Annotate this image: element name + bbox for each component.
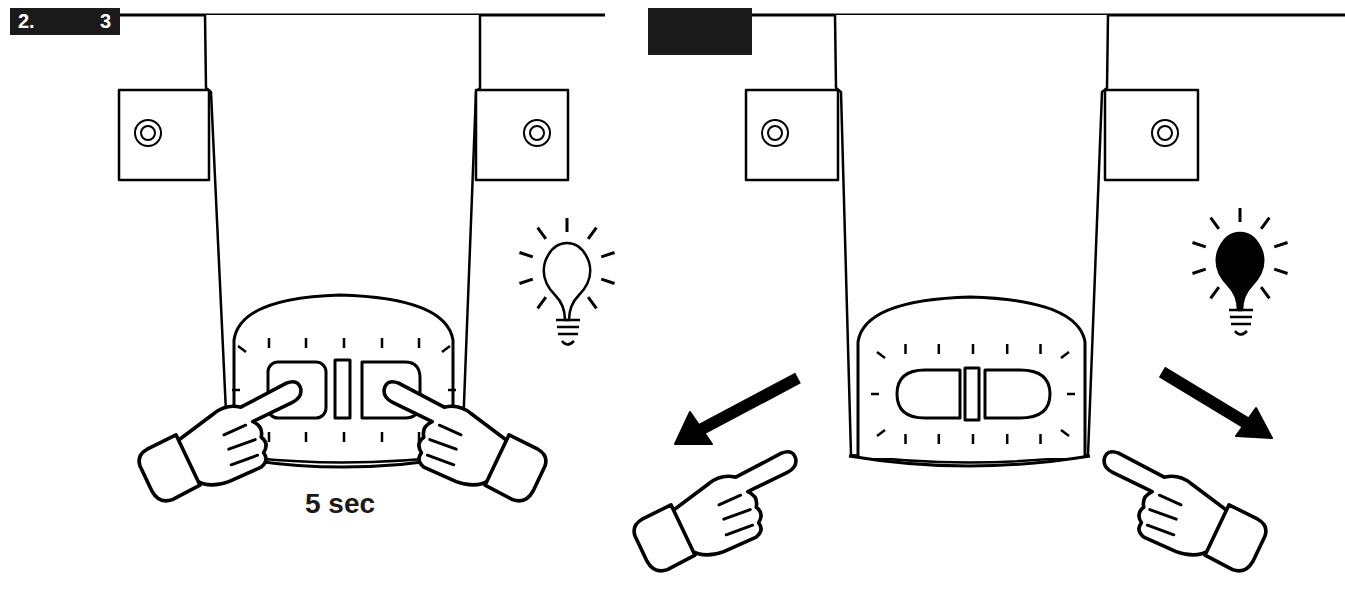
glow-tick	[904, 344, 907, 354]
glow-tick	[381, 432, 384, 442]
light-ray	[601, 279, 614, 283]
glow-tick	[1006, 344, 1009, 354]
glow-tick	[1061, 430, 1069, 436]
glow-tick	[904, 434, 907, 444]
glow-tick	[1061, 352, 1069, 358]
glow-tick	[938, 434, 941, 444]
light-ray	[1274, 269, 1287, 273]
glow-tick	[448, 389, 456, 392]
light-ray	[1192, 243, 1205, 247]
light-ray	[588, 228, 596, 239]
glow-tick	[1039, 344, 1042, 354]
glow-tick	[1006, 434, 1009, 444]
glow-tick	[268, 432, 271, 442]
glow-tick	[418, 338, 421, 348]
glow-tick	[442, 346, 450, 352]
glow-tick	[972, 344, 975, 354]
light-ray	[1261, 287, 1269, 298]
light-ray	[1211, 287, 1219, 298]
glow-tick	[1067, 393, 1075, 396]
glow-tick	[343, 432, 346, 442]
glow-tick	[877, 352, 885, 358]
duration-label: 5 sec	[305, 490, 375, 518]
light-ray	[1274, 243, 1287, 247]
glow-tick	[381, 338, 384, 348]
glow-tick	[238, 346, 246, 352]
light-ray	[538, 297, 546, 308]
light-ray	[1211, 218, 1219, 229]
glow-tick	[871, 393, 879, 396]
glow-tick	[305, 338, 308, 348]
glow-tick	[1039, 434, 1042, 444]
light-ray	[588, 297, 596, 308]
step-number: 2.	[18, 11, 35, 31]
glow-tick	[305, 432, 308, 442]
step-number: 3	[100, 11, 111, 31]
glow-tick	[938, 344, 941, 354]
light-ray	[566, 218, 569, 232]
light-ray	[1261, 218, 1269, 229]
light-ray	[519, 279, 532, 283]
glow-tick	[268, 338, 271, 348]
light-ray	[601, 253, 614, 257]
light-ray	[1239, 208, 1242, 222]
light-ray	[1192, 269, 1205, 273]
light-ray	[519, 253, 532, 257]
light-ray	[538, 228, 546, 239]
glow-tick	[343, 338, 346, 348]
glow-tick	[972, 434, 975, 444]
glow-tick	[232, 389, 240, 392]
glow-tick	[877, 430, 885, 436]
